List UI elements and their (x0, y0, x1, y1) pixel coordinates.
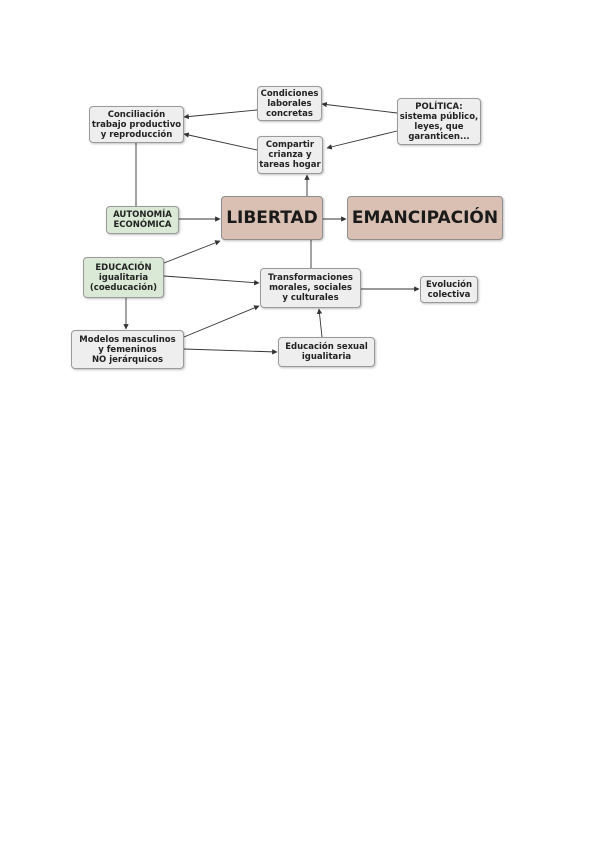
arrow-compartir-to-conciliacion (183, 132, 258, 151)
node-compartir-crianza: Compartir crianza y tareas hogar (257, 136, 323, 174)
node-evolucion-colectiva: Evolución colectiva (420, 276, 478, 303)
arrow-modelos-to-educacion-sexual (183, 348, 278, 355)
arrow-educacion-to-transformaciones (163, 275, 260, 286)
node-transformaciones: Transformaciones morales, sociales y cul… (260, 268, 361, 308)
node-autonomia-economica: AUTONOMÍA ECONÓMICA (106, 206, 179, 234)
node-emancipacion: EMANCIPACIÓN (347, 196, 503, 240)
arrow-condiciones-to-conciliacion (183, 109, 258, 120)
arrow-educacion-to-libertad (163, 240, 221, 264)
node-educacion-igualitaria: EDUCACIÓN igualitaria (coeducación) (83, 257, 164, 298)
arrow-educacion-sexual-to-transformaciones (316, 308, 323, 338)
arrow-politica-to-compartir (326, 130, 398, 150)
arrow-politica-to-condiciones (321, 101, 398, 114)
node-politica: POLÍTICA: sistema público, leyes, que ga… (397, 98, 481, 145)
node-condiciones-laborales: Condiciones laborales concretas (257, 86, 322, 121)
node-educacion-sexual: Educación sexual igualitaria (278, 337, 375, 367)
node-conciliacion: Conciliación trabajo productivo y reprod… (89, 106, 184, 143)
node-modelos: Modelos masculinos y femeninos NO jerárq… (71, 330, 184, 369)
node-libertad: LIBERTAD (221, 196, 323, 240)
arrow-modelos-to-transformaciones (183, 305, 260, 338)
